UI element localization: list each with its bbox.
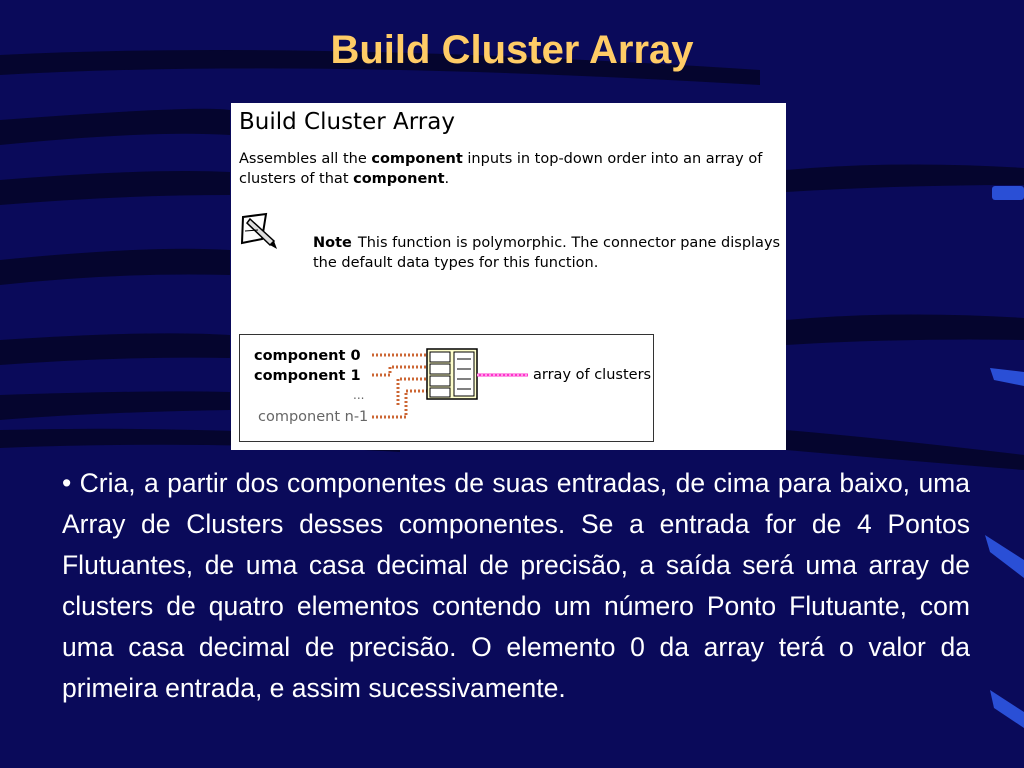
slide-title: Build Cluster Array	[330, 28, 694, 72]
note-text: This function is polymorphic. The connec…	[313, 235, 781, 271]
input-label-n: component n-1	[258, 409, 369, 425]
help-description: Assembles all the component inputs in to…	[239, 149, 779, 189]
connector-pane: component 0 component 1 ... component n-…	[239, 334, 654, 442]
note-label: Note	[313, 235, 352, 251]
help-desc-part3: .	[444, 171, 450, 187]
input-label-ellipsis: ...	[353, 388, 365, 402]
input-label-0: component 0	[254, 348, 361, 364]
slide-body-text: • Cria, a partir dos componentes de suas…	[62, 468, 970, 703]
input-label-1: component 1	[254, 368, 361, 384]
help-desc-part2: inputs in top-down order into an array o…	[239, 151, 763, 187]
connector-wires	[372, 348, 528, 419]
help-title: Build Cluster Array	[239, 109, 455, 135]
help-desc-bold2: component	[353, 171, 445, 187]
output-label: array of clusters	[533, 367, 652, 383]
help-panel: Build Cluster Array Assembles all the co…	[231, 103, 786, 450]
help-desc-bold1: component	[371, 151, 463, 167]
build-cluster-array-node-icon	[426, 348, 478, 400]
help-desc-part1: Assembles all the	[239, 151, 372, 167]
note-pencil-icon	[240, 212, 277, 249]
